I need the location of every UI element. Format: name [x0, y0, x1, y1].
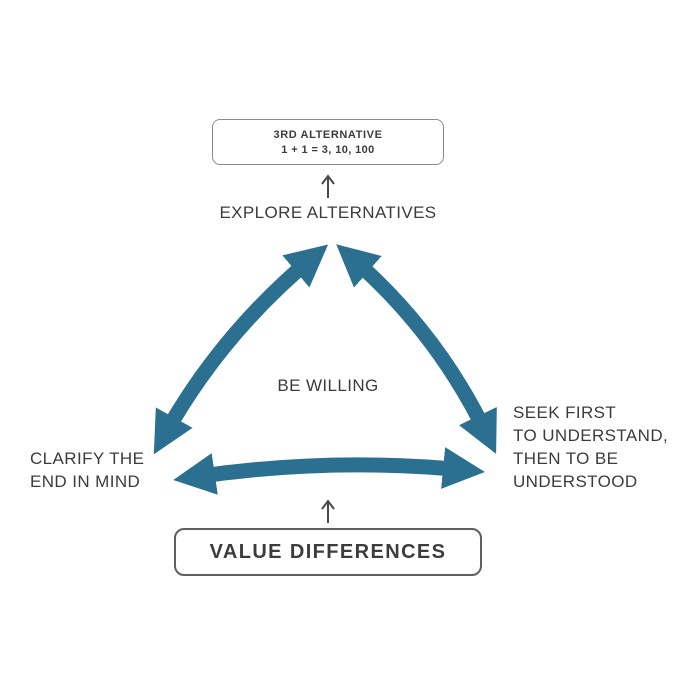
- seek-first-label: SEEK FIRST TO UNDERSTAND, THEN TO BE UND…: [513, 401, 668, 493]
- clarify-line-1: CLARIFY THE: [30, 449, 145, 468]
- explore-alternatives-label: EXPLORE ALTERNATIVES: [219, 203, 437, 222]
- seek-line-2: TO UNDERSTAND,: [513, 426, 669, 445]
- value-differences-label: VALUE DIFFERENCES: [209, 540, 447, 563]
- value-differences-box: VALUE DIFFERENCES: [174, 528, 482, 576]
- arrow-bottom-side-icon: [173, 447, 485, 495]
- clarify-end-in-mind-label: CLARIFY THE END IN MIND: [30, 447, 144, 493]
- third-alternative-box: 3RD ALTERNATIVE 1 + 1 = 3, 10, 100: [212, 119, 444, 165]
- third-alternative-title: 3RD ALTERNATIVE: [273, 128, 383, 141]
- clarify-line-2: END IN MIND: [30, 472, 141, 491]
- be-willing-label: BE WILLING: [277, 376, 379, 395]
- seek-line-1: SEEK FIRST: [513, 403, 617, 422]
- arrow-right-side-icon: [336, 244, 497, 454]
- third-alternative-formula: 1 + 1 = 3, 10, 100: [281, 143, 375, 156]
- seek-line-4: UNDERSTOOD: [513, 472, 638, 491]
- up-arrow-icon: [321, 174, 335, 198]
- seek-line-3: THEN TO BE: [513, 449, 619, 468]
- up-arrow-icon: [321, 499, 335, 523]
- arrow-left-side-icon: [153, 244, 329, 455]
